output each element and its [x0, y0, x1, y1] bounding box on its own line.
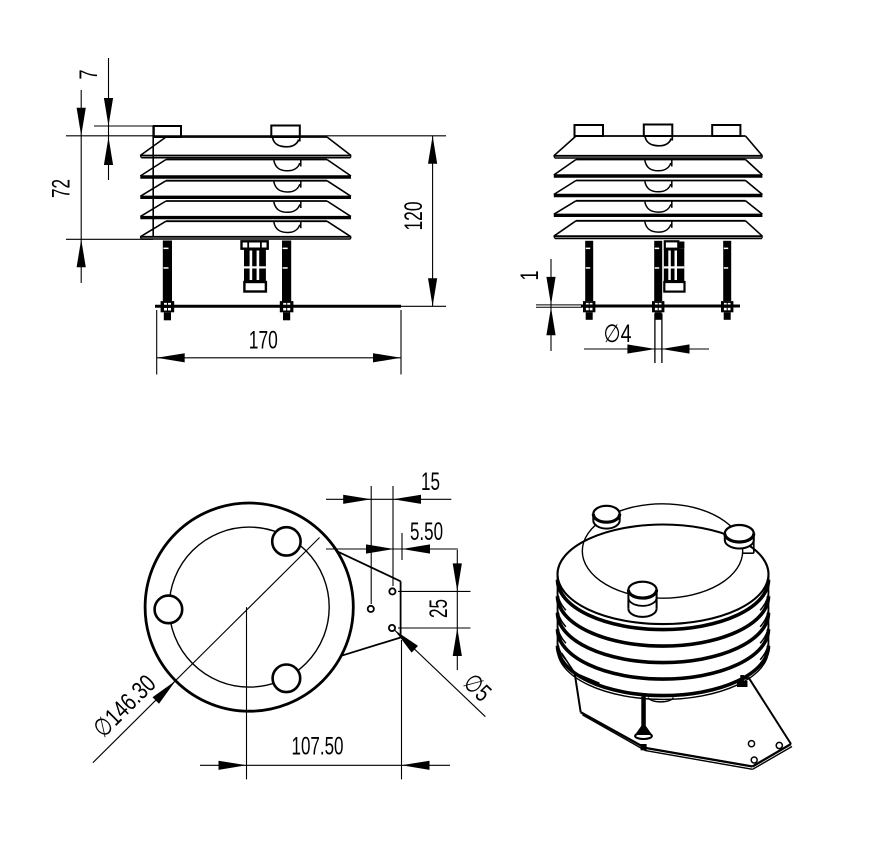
svg-text:72: 72 — [48, 179, 76, 198]
svg-text:1: 1 — [516, 271, 544, 281]
svg-text:120: 120 — [400, 202, 428, 231]
svg-text:∅4: ∅4 — [604, 320, 632, 348]
svg-text:107.50: 107.50 — [292, 733, 344, 761]
svg-text:7: 7 — [75, 70, 103, 80]
svg-text:25: 25 — [425, 599, 453, 618]
svg-text:170: 170 — [249, 327, 278, 355]
svg-text:5.50: 5.50 — [410, 518, 443, 546]
svg-text:15: 15 — [421, 468, 440, 496]
